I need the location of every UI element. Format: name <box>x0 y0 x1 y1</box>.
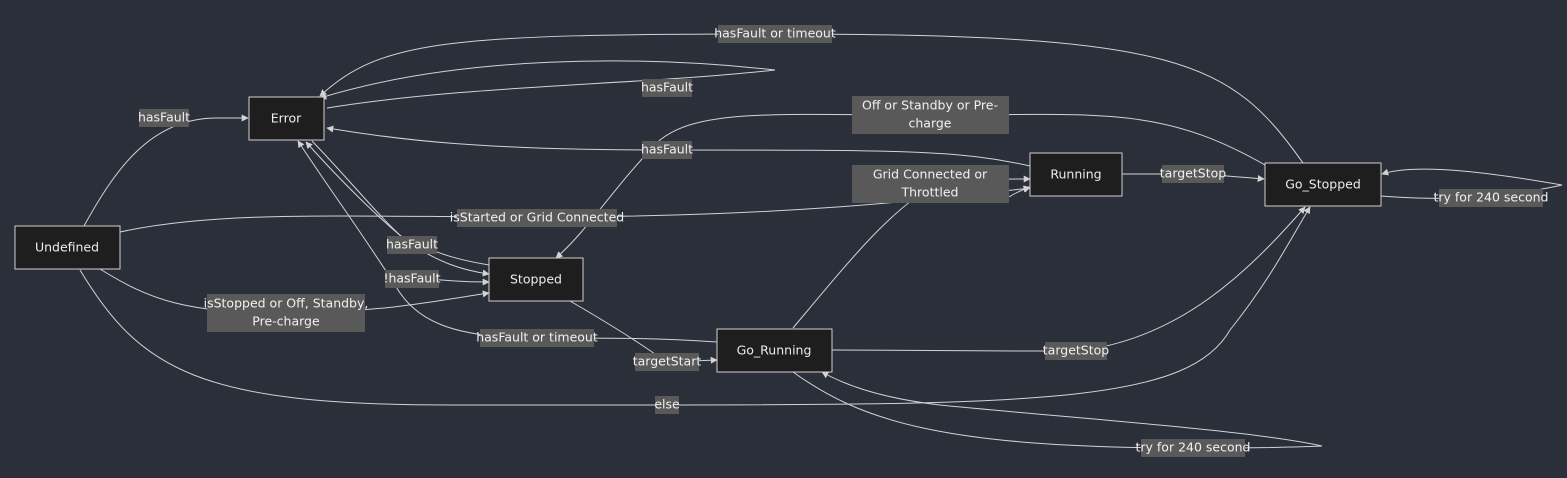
svg-text:Go_Stopped: Go_Stopped <box>1285 177 1361 192</box>
svg-text:charge: charge <box>909 116 952 131</box>
svg-text:hasFault: hasFault <box>641 142 693 157</box>
label-go-running-self-loop: try for 240 second <box>1136 439 1251 457</box>
label-undefined-to-go-stopped: else <box>654 396 680 414</box>
states: Error Undefined Stopped Running Go_Stopp… <box>14 96 1382 373</box>
svg-text:isStopped or Off, Standby,: isStopped or Off, Standby, <box>204 296 369 311</box>
svg-text:Off or Standby or Pre-: Off or Standby or Pre- <box>862 98 998 113</box>
svg-text:targetStart: targetStart <box>633 354 702 369</box>
svg-text:try for 240 second: try for 240 second <box>1434 190 1549 205</box>
edge-go-stopped-to-error <box>319 33 1304 164</box>
label-undefined-to-stopped: isStopped or Off, Standby, Pre-charge <box>204 294 369 332</box>
svg-text:try for 240 second: try for 240 second <box>1136 440 1251 455</box>
state-error[interactable]: Error <box>248 96 325 141</box>
label-go-stopped-to-stopped: Off or Standby or Pre- charge <box>852 96 1009 134</box>
label-go-running-to-go-stopped: targetStop <box>1043 342 1109 360</box>
label-go-running-to-running: Grid Connected or Throttled <box>852 165 1009 203</box>
svg-text:targetStop: targetStop <box>1043 343 1109 358</box>
svg-text:Stopped: Stopped <box>510 272 562 287</box>
svg-text:hasFault or timeout: hasFault or timeout <box>714 26 836 41</box>
edge-go-running-to-error <box>297 140 718 343</box>
state-go-stopped[interactable]: Go_Stopped <box>1264 162 1382 207</box>
svg-text:Go_Running: Go_Running <box>737 343 812 358</box>
svg-text:Grid Connected or: Grid Connected or <box>873 167 988 182</box>
edge-error-self-loop <box>319 60 776 109</box>
edges <box>79 33 1563 449</box>
label-running-to-go-stopped: targetStop <box>1160 165 1226 183</box>
svg-text:hasFault or timeout: hasFault or timeout <box>476 330 598 345</box>
edge-go-running-self-loop-a <box>792 371 1323 449</box>
state-go-running[interactable]: Go_Running <box>716 328 833 373</box>
svg-text:hasFault: hasFault <box>386 237 438 252</box>
edge-error-to-stopped-a <box>311 140 490 277</box>
svg-text:targetStop: targetStop <box>1160 166 1226 181</box>
label-stopped-to-go-running: targetStart <box>633 353 702 371</box>
edge-undefined-to-go-stopped <box>79 206 1311 406</box>
edge-go-running-to-go-stopped-a <box>831 206 1306 352</box>
edge-undefined-to-error <box>83 114 249 227</box>
label-error-self-loop: hasFault <box>641 79 693 97</box>
svg-text:hasFault: hasFault <box>641 80 693 95</box>
svg-text:Running: Running <box>1050 167 1101 182</box>
label-go-stopped-to-error: hasFault or timeout <box>714 25 836 43</box>
label-stopped-to-error: hasFault <box>386 236 438 254</box>
svg-text:else: else <box>654 397 680 412</box>
label-undefined-to-running: isStarted or Grid Connected <box>450 209 624 227</box>
svg-text:Throttled: Throttled <box>901 185 959 200</box>
svg-text:Undefined: Undefined <box>35 240 99 255</box>
edge-labels: hasFault hasFault or timeout hasFault Of… <box>138 25 1549 457</box>
state-stopped[interactable]: Stopped <box>488 257 584 302</box>
svg-text:Error: Error <box>271 111 302 126</box>
svg-text:hasFault: hasFault <box>138 110 190 125</box>
edge-go-stopped-to-stopped <box>555 113 1266 259</box>
svg-text:!hasFault: !hasFault <box>383 271 440 286</box>
svg-text:isStarted or Grid Connected: isStarted or Grid Connected <box>450 210 624 225</box>
svg-text:Pre-charge: Pre-charge <box>252 314 320 329</box>
label-error-to-stopped: !hasFault <box>383 270 441 288</box>
label-running-to-error: hasFault <box>641 141 693 159</box>
state-running[interactable]: Running <box>1029 152 1123 197</box>
label-undefined-to-error: hasFault <box>138 109 190 127</box>
state-undefined[interactable]: Undefined <box>14 225 121 270</box>
label-go-stopped-self-loop: try for 240 second <box>1434 189 1549 207</box>
label-go-running-to-error: hasFault or timeout <box>476 329 598 347</box>
